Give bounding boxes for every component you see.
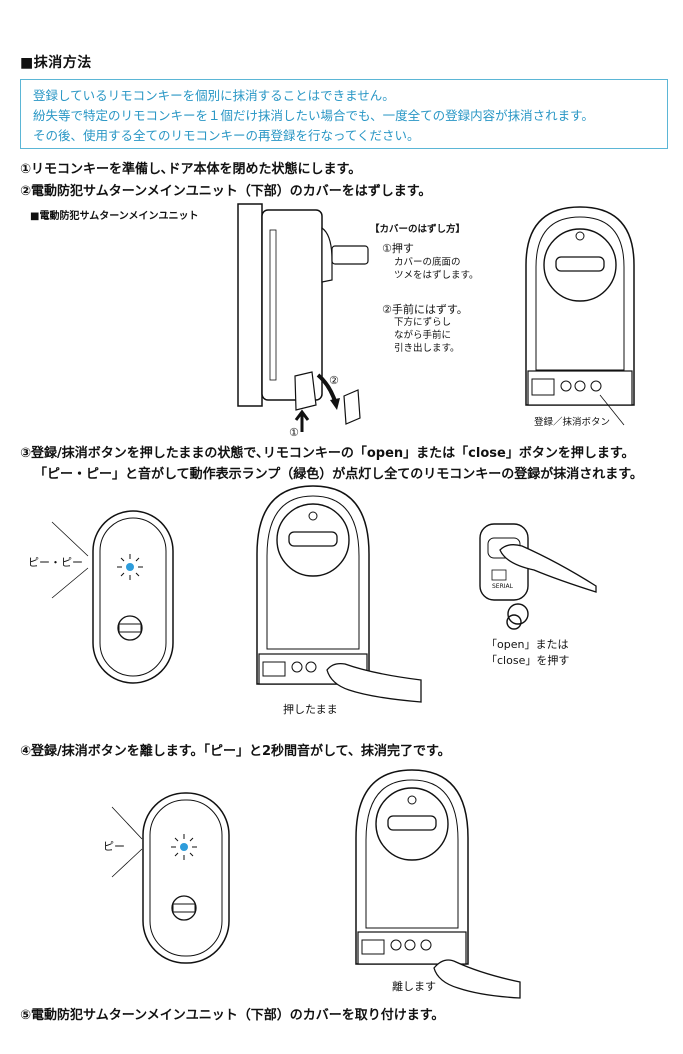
arrow-label-2: ②: [329, 374, 339, 387]
side-view-illustration: [237, 203, 369, 432]
notice-line: その後、使用する全てのリモコンキーの再登録を行なってください。: [33, 128, 420, 143]
how-to-title: 【カバーのはずし方】: [370, 224, 466, 235]
section-heading: ■抹消方法: [20, 55, 92, 71]
step-2: ②電動防犯サムターンメインユニット（下部）のカバーをはずします。: [20, 184, 432, 199]
unit-label: ■電動防犯サムターンメインユニット: [30, 211, 199, 222]
method-1-title: ①押す: [382, 242, 414, 255]
arrow-label-1: ①: [289, 426, 299, 439]
main-unit-hold-illustration: [256, 485, 422, 703]
step-5: ⑤電動防犯サムターンメインユニット（下部）のカバーを取り付けます。: [20, 1008, 445, 1023]
method-2-title: ②手前にはずす。: [382, 303, 468, 316]
beep-label: ピー: [103, 840, 125, 853]
step-3-detail: 「ピー・ピー」と音がして動作表示ランプ（緑色）が点灯し全てのリモコンキーの登録が…: [34, 467, 643, 482]
beep-lines: [111, 806, 143, 878]
release-label: 離します: [392, 980, 436, 993]
notice-line: 登録しているリモコンキーを個別に抹消することはできません。: [33, 88, 395, 103]
notice-line: 紛失等で特定のリモコンキーを１個だけ抹消したい場合でも、一度全ての登録内容が抹消…: [33, 108, 594, 123]
indoor-unit-lamp-on: [142, 792, 230, 964]
step-3: ③登録/抹消ボタンを押したままの状態で､リモコンキーの「open」または「clo…: [20, 446, 635, 461]
indoor-unit-lamp-on: [92, 510, 174, 684]
step-1: ①リモコンキーを準備し､ドア本体を閉めた状態にします。: [20, 162, 362, 177]
step-4: ④登録/抹消ボタンを離します。「ピー」と2秒間音がして、抹消完了です。: [20, 744, 451, 759]
main-unit-front-illustration: [525, 206, 635, 426]
notice-box: 登録しているリモコンキーを個別に抹消することはできません。 紛失等で特定のリモコ…: [20, 79, 668, 149]
register-delete-button-label: 登録／抹消ボタン: [534, 417, 611, 428]
beep-label: ピー・ピー: [28, 556, 83, 569]
remote-instruction: 「open」または: [486, 638, 569, 651]
method-2-text: 下方にずらし: [394, 317, 452, 328]
hold-label: 押したまま: [283, 703, 338, 716]
remote-serial-text: SERIAL: [492, 583, 513, 590]
remote-key-illustration: [479, 523, 597, 630]
method-2-text: ながら手前に: [394, 330, 452, 341]
method-1-text: カバーの底面の: [394, 257, 461, 268]
remote-instruction: 「close」を押す: [486, 654, 570, 667]
beep-lines: [51, 521, 89, 599]
main-unit-release-illustration: [355, 769, 521, 999]
method-1-text: ツメをはずします。: [394, 270, 479, 281]
method-2-text: 引き出します。: [394, 343, 460, 354]
